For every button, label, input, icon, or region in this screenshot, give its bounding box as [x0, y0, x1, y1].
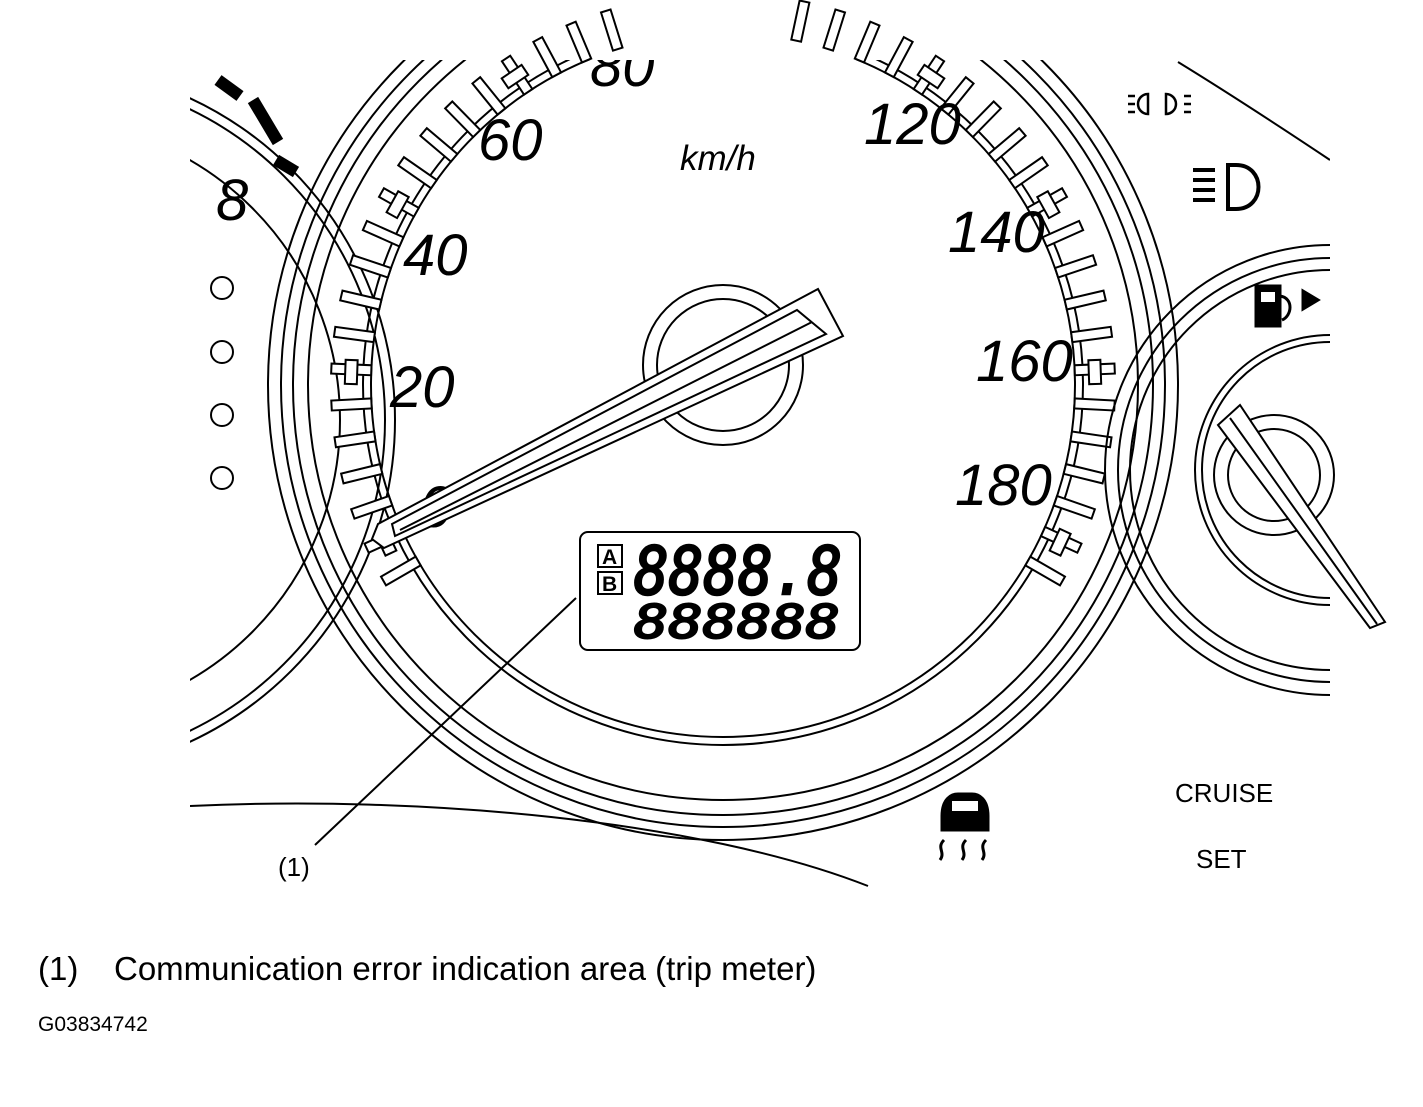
speed-unit-label: km/h: [680, 139, 756, 178]
speed-tick: [343, 358, 359, 386]
caption-reference: (1): [38, 950, 79, 987]
speed-tick: [471, 75, 507, 116]
speed-tick: [1062, 462, 1107, 485]
speed-tick: [1069, 325, 1114, 344]
scale-label-60: 60: [478, 108, 543, 173]
callout-leader-line: [314, 597, 577, 846]
speed-tick: [1035, 189, 1061, 220]
caption-text: Communication error indication area (tri…: [114, 950, 817, 987]
speed-tick: [443, 100, 482, 139]
speed-tick: [361, 219, 405, 248]
speed-tick: [822, 8, 847, 52]
scale-label-80: 80: [590, 34, 655, 99]
speed-tick: [348, 253, 393, 279]
scale-label-160: 160: [976, 329, 1073, 394]
figure-id: G03834742: [38, 1013, 148, 1036]
scale-label-20: 20: [389, 355, 455, 420]
speed-tick: [1007, 155, 1050, 190]
slip-indicator-icon: [938, 792, 990, 861]
warning-lamp: [210, 340, 234, 364]
right-gauge-outline: [1104, 61, 1330, 696]
trip-a-indicator: A: [602, 546, 617, 569]
clearance-lamp-icon: [1128, 92, 1191, 116]
cruise-indicator-label: CRUISE: [1175, 778, 1273, 808]
speedometer-outline: [190, 60, 1179, 887]
speed-tick: [330, 397, 373, 412]
speed-tick: [418, 126, 459, 164]
warning-lamp: [210, 466, 234, 490]
tachometer-outline: [190, 97, 396, 743]
tachometer-redzone: [214, 75, 300, 178]
speed-tick: [964, 100, 1003, 139]
warning-lamp: [210, 276, 234, 300]
speed-tick: [790, 0, 811, 43]
scale-label-120: 120: [864, 92, 961, 157]
scale-label-40: 40: [403, 223, 468, 288]
speed-tick: [1048, 527, 1072, 557]
trip-b-indicator: B: [602, 573, 617, 596]
speed-tick: [385, 189, 411, 220]
speed-tick: [1063, 289, 1107, 311]
speed-tick: [349, 494, 394, 520]
warning-lamps: [210, 276, 234, 490]
fuel-door-icon: [1254, 284, 1321, 328]
scale-label-140: 140: [948, 200, 1045, 265]
speed-tick: [379, 555, 423, 587]
speed-tick: [1073, 397, 1116, 412]
speed-tick: [1069, 430, 1113, 449]
right-gauge-needle: [1213, 403, 1387, 630]
speed-tick: [916, 63, 946, 90]
speed-tick: [531, 35, 563, 79]
speed-tick: [987, 126, 1028, 164]
instrument-cluster-illustration: 8 0 20 40 60 80 120 140 160 180 km/h: [190, 0, 1387, 887]
speed-tick: [500, 63, 530, 90]
speed-tick: [565, 20, 593, 64]
speed-tick: [339, 289, 383, 311]
speed-tick: [396, 155, 439, 190]
speedometer-needle: [370, 284, 845, 550]
trip-meter-display: A B 8888.8 888888: [579, 531, 861, 651]
speed-tick: [883, 35, 915, 79]
speed-tick: [333, 430, 377, 449]
speed-tick: [599, 8, 624, 52]
speed-tick: [1041, 219, 1085, 248]
speed-tick: [1087, 358, 1103, 386]
callout-label: (1): [278, 852, 310, 882]
tachometer-label: 8: [216, 168, 248, 233]
speed-tick: [339, 462, 384, 485]
set-indicator-label: SET: [1196, 844, 1247, 874]
warning-lamp: [210, 403, 234, 427]
odometer-value: 888888: [634, 595, 840, 649]
speed-tick: [332, 325, 377, 344]
speed-tick: [939, 75, 975, 116]
speed-tick: [853, 20, 881, 64]
trip-value: 8888.8: [634, 533, 842, 610]
speed-tick: [1053, 253, 1098, 279]
high-beam-icon: [1193, 163, 1261, 211]
speed-tick: [1052, 494, 1097, 520]
scale-label-180: 180: [955, 453, 1052, 518]
speed-tick: [1023, 555, 1067, 587]
